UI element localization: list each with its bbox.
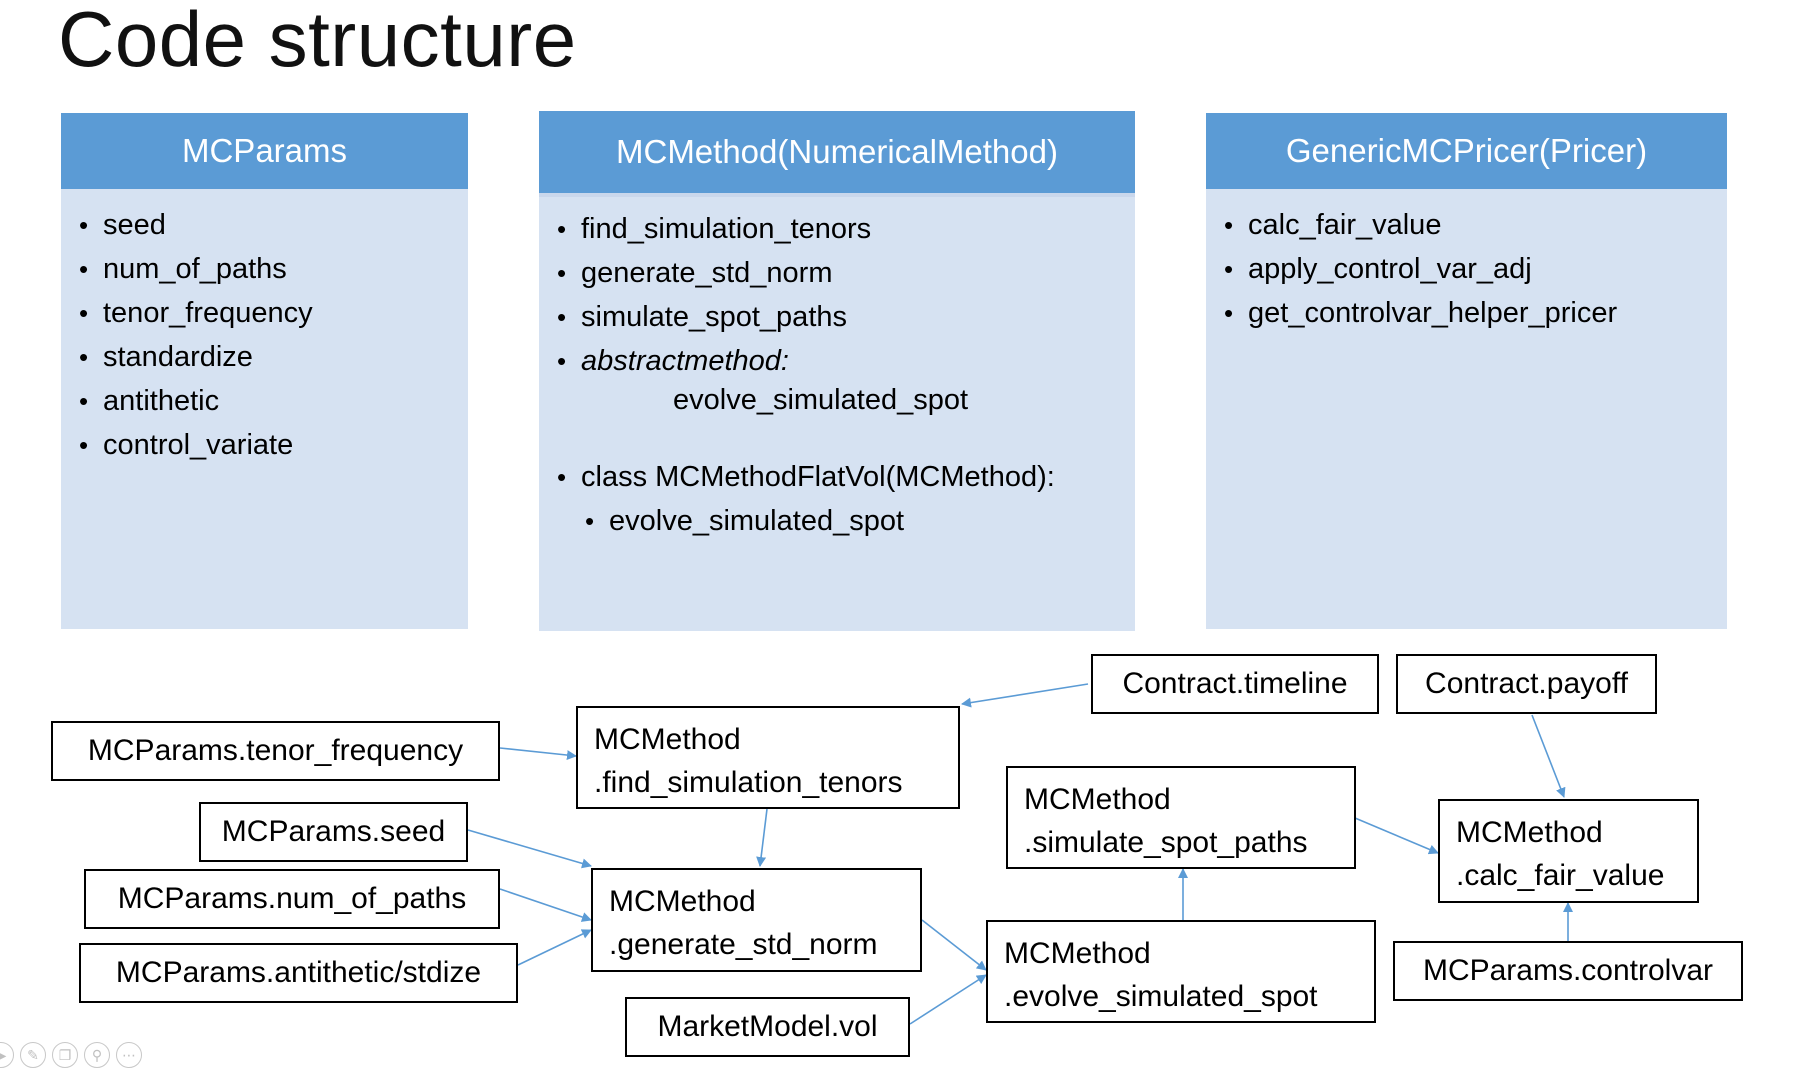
list-item: seed: [61, 203, 468, 247]
slide-icon[interactable]: ▶: [0, 1042, 14, 1068]
subclass-item: class MCMethodFlatVol(MCMethod):: [539, 455, 1135, 499]
list-item: control_variate: [61, 423, 468, 467]
list-item: tenor_frequency: [61, 291, 468, 335]
list-item: get_controlvar_helper_pricer: [1206, 291, 1727, 335]
box-line: MCMethod: [594, 723, 741, 756]
arrow-tenors-to-norm: [756, 808, 768, 867]
evolve-spot-box: MCMethod .evolve_simulated_spot: [986, 920, 1376, 1023]
pricer-header: GenericMCPricer(Pricer): [1206, 113, 1727, 189]
list-item: apply_control_var_adj: [1206, 247, 1727, 291]
box-line: .find_simulation_tenors: [594, 766, 903, 799]
pricer-list: calc_fair_value apply_control_var_adj ge…: [1206, 189, 1727, 335]
page-title: Code structure: [58, 0, 577, 83]
tenor-frequency-box: MCParams.tenor_frequency: [51, 721, 500, 781]
copy-icon[interactable]: ❐: [52, 1042, 78, 1068]
subclass-method: evolve_simulated_spot: [539, 499, 1135, 543]
box-line: MCMethod: [1024, 783, 1171, 816]
num-of-paths-box: MCParams.num_of_paths: [84, 869, 500, 929]
mcparams-header: MCParams: [61, 113, 468, 189]
list-item: generate_std_norm: [539, 251, 1135, 295]
mcmethod-header: MCMethod(NumericalMethod): [539, 111, 1135, 197]
list-item: calc_fair_value: [1206, 203, 1727, 247]
mcparams-list: seed num_of_paths tenor_frequency standa…: [61, 189, 468, 467]
arrow-seed-to-norm: [467, 829, 592, 869]
abstract-method-text: abstractmethod:: [581, 345, 789, 377]
controlvar-box: MCParams.controlvar: [1393, 941, 1743, 1001]
arrow-timeline-to-tenors: [961, 683, 1089, 708]
pricer-card: GenericMCPricer(Pricer) calc_fair_value …: [1206, 113, 1727, 629]
arrow-vol-to-evolve: [909, 974, 987, 1025]
more-icon[interactable]: ⋯: [116, 1042, 142, 1068]
contract-payoff-box: Contract.payoff: [1396, 654, 1657, 714]
box-line: MCMethod: [609, 885, 756, 918]
zoom-icon[interactable]: ⚲: [84, 1042, 110, 1068]
box-line: MCMethod: [1004, 937, 1151, 970]
calc-fair-value-box: MCMethod .calc_fair_value: [1438, 799, 1699, 903]
box-line: .calc_fair_value: [1456, 859, 1665, 892]
arrow-payoff-to-fairvalue: [1531, 714, 1566, 798]
mcmethod-list: find_simulation_tenors generate_std_norm…: [539, 197, 1135, 543]
arrow-norm-to-evolve: [921, 919, 987, 971]
box-line: .evolve_simulated_spot: [1004, 980, 1318, 1013]
list-item: antithetic: [61, 379, 468, 423]
arrow-simulate-to-fairvalue: [1354, 817, 1439, 855]
arrow-paths-to-norm: [499, 888, 592, 922]
box-line: .generate_std_norm: [609, 928, 878, 961]
simulate-paths-box: MCMethod .simulate_spot_paths: [1006, 766, 1356, 869]
generate-norm-box: MCMethod .generate_std_norm: [591, 868, 922, 972]
box-line: .simulate_spot_paths: [1024, 826, 1308, 859]
abstract-item: evolve_simulated_spot: [673, 384, 969, 416]
antithetic-box: MCParams.antithetic/stdize: [79, 943, 518, 1003]
mcmethod-card: MCMethod(NumericalMethod) find_simulatio…: [539, 111, 1135, 631]
arrow-tenorfreq-to-tenors: [499, 747, 577, 761]
mcparams-card: MCParams seed num_of_paths tenor_frequen…: [61, 113, 468, 629]
list-item: num_of_paths: [61, 247, 468, 291]
list-item: simulate_spot_paths: [539, 295, 1135, 339]
arrow-antithetic-to-norm: [517, 929, 592, 966]
seed-box: MCParams.seed: [199, 802, 468, 862]
abstract-label: abstractmethod:: [539, 339, 1135, 383]
find-tenors-box: MCMethod .find_simulation_tenors: [576, 706, 960, 809]
list-item: standardize: [61, 335, 468, 379]
market-vol-box: MarketModel.vol: [625, 997, 910, 1057]
list-item: find_simulation_tenors: [539, 207, 1135, 251]
slide-toolbar: ▶ ✎ ❐ ⚲ ⋯: [0, 1040, 170, 1070]
pen-icon[interactable]: ✎: [20, 1042, 46, 1068]
contract-timeline-box: Contract.timeline: [1091, 654, 1379, 714]
box-line: MCMethod: [1456, 816, 1603, 849]
